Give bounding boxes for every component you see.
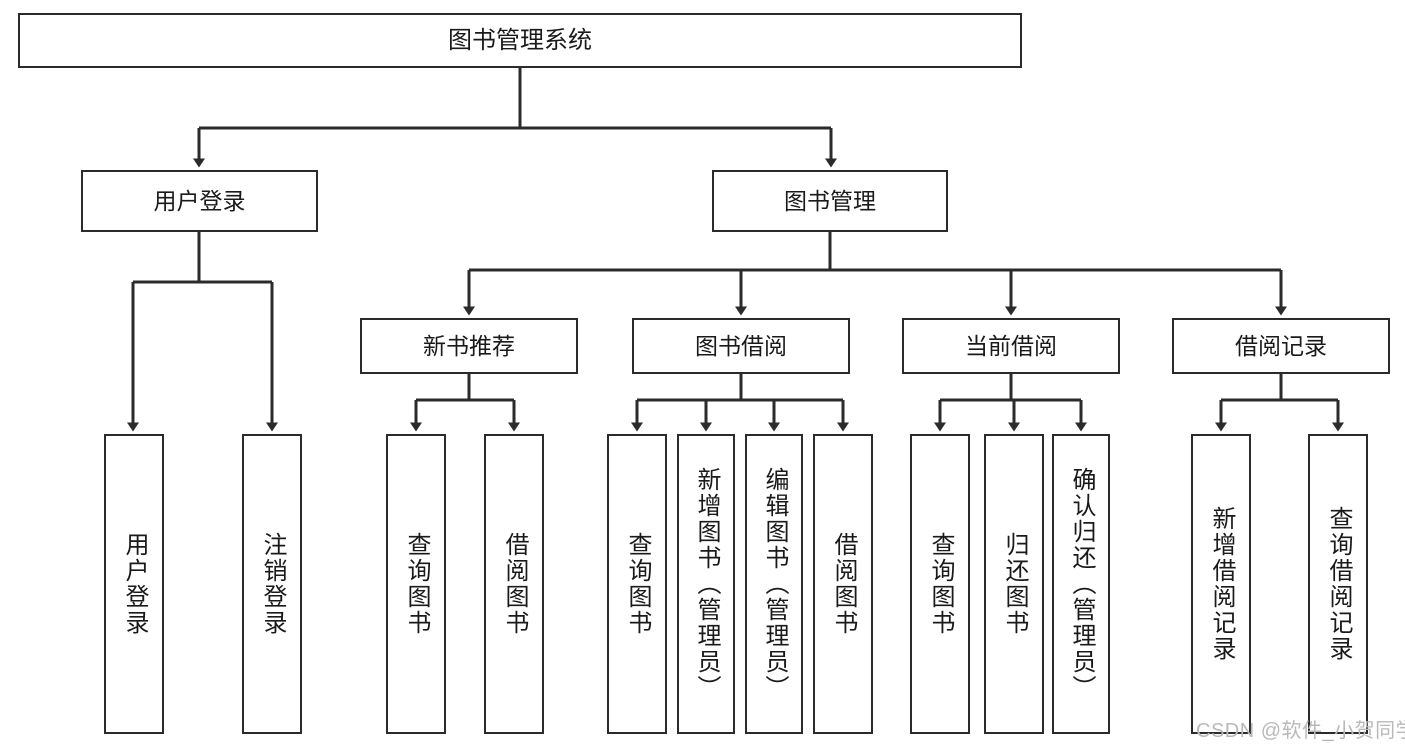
node-leaf-query-book-3-label: 查询图书 xyxy=(927,532,954,636)
node-leaf-borrow-book-2[interactable]: 借阅图书 xyxy=(813,434,873,734)
node-root-label: 图书管理系统 xyxy=(448,26,592,54)
node-book-borrow-label: 图书借阅 xyxy=(695,332,787,359)
node-leaf-edit-book[interactable]: 编辑图书（管理员） xyxy=(745,434,803,734)
node-leaf-borrow-book-2-label: 借阅图书 xyxy=(830,532,857,636)
node-leaf-user-login[interactable]: 用户登录 xyxy=(104,434,164,734)
node-borrow-record[interactable]: 借阅记录 xyxy=(1172,318,1390,374)
node-user-login-label: 用户登录 xyxy=(153,187,246,214)
node-book-manage[interactable]: 图书管理 xyxy=(712,170,948,232)
node-leaf-add-book[interactable]: 新增图书（管理员） xyxy=(677,434,735,734)
node-leaf-edit-book-label: 编辑图书（管理员） xyxy=(761,467,788,701)
node-leaf-user-logout[interactable]: 注销登录 xyxy=(242,434,302,734)
node-book-borrow[interactable]: 图书借阅 xyxy=(632,318,850,374)
node-leaf-confirm-return-label: 确认归还（管理员） xyxy=(1068,467,1095,701)
node-root[interactable]: 图书管理系统 xyxy=(18,13,1022,68)
node-leaf-query-book-1-label: 查询图书 xyxy=(403,532,430,636)
node-leaf-add-book-label: 新增图书（管理员） xyxy=(693,467,720,701)
node-leaf-query-book-2-label: 查询图书 xyxy=(624,532,651,636)
node-leaf-query-book-2[interactable]: 查询图书 xyxy=(607,434,667,734)
node-new-book-recommend-label: 新书推荐 xyxy=(423,332,515,359)
node-leaf-user-login-label: 用户登录 xyxy=(121,532,148,636)
node-borrow-record-label: 借阅记录 xyxy=(1235,332,1327,359)
node-leaf-query-book-3[interactable]: 查询图书 xyxy=(910,434,970,734)
node-leaf-query-record[interactable]: 查询借阅记录 xyxy=(1308,434,1368,734)
node-leaf-return-book-label: 归还图书 xyxy=(1001,532,1028,636)
node-user-login[interactable]: 用户登录 xyxy=(81,170,318,232)
node-leaf-borrow-book-1-label: 借阅图书 xyxy=(501,532,528,636)
node-leaf-confirm-return[interactable]: 确认归还（管理员） xyxy=(1052,434,1110,734)
node-leaf-query-book-1[interactable]: 查询图书 xyxy=(386,434,446,734)
node-leaf-user-logout-label: 注销登录 xyxy=(259,532,286,636)
node-leaf-borrow-book-1[interactable]: 借阅图书 xyxy=(484,434,544,734)
node-current-borrow-label: 当前借阅 xyxy=(965,332,1057,359)
node-current-borrow[interactable]: 当前借阅 xyxy=(902,318,1120,374)
node-leaf-query-record-label: 查询借阅记录 xyxy=(1325,506,1352,662)
node-leaf-add-record-label: 新增借阅记录 xyxy=(1208,506,1235,662)
node-leaf-add-record[interactable]: 新增借阅记录 xyxy=(1191,434,1251,734)
node-book-manage-label: 图书管理 xyxy=(784,187,876,214)
watermark: CSDN @软件_小贺同学 xyxy=(1196,720,1405,742)
node-new-book-recommend[interactable]: 新书推荐 xyxy=(360,318,578,374)
node-leaf-return-book[interactable]: 归还图书 xyxy=(984,434,1044,734)
